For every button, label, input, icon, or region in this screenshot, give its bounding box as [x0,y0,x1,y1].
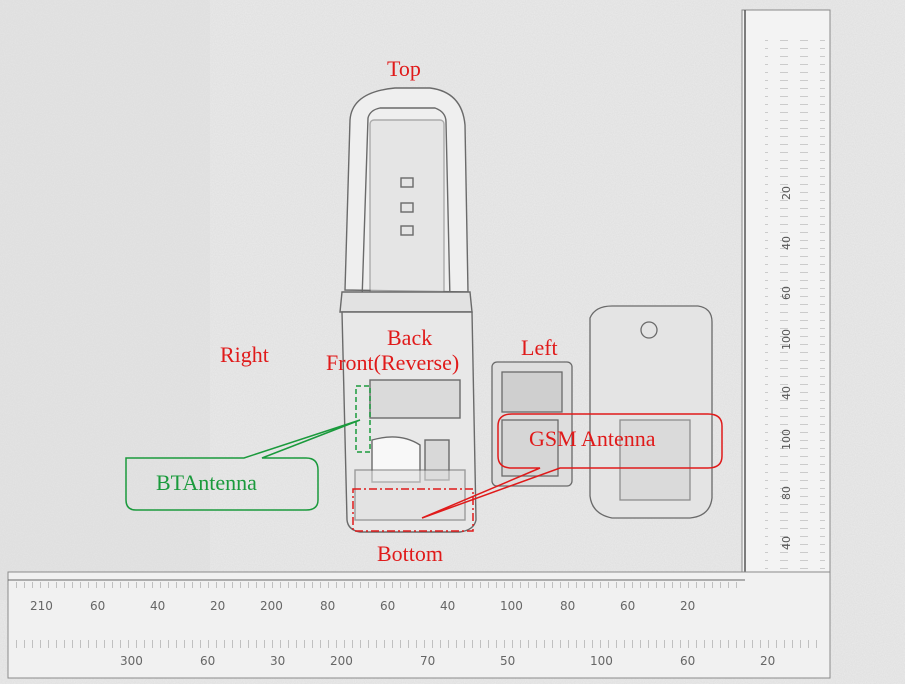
svg-text:100: 100 [500,599,523,613]
svg-text:100: 100 [780,429,793,450]
bt-antenna-marker [125,385,371,511]
vertical-ruler: 20 40 60 100 40 100 80 40 20 [741,9,831,679]
label-left: Left [521,335,558,360]
label-top: Top [387,56,421,81]
svg-text:20: 20 [780,186,793,200]
svg-text:60: 60 [380,599,395,613]
svg-text:80: 80 [560,599,575,613]
label-front-reverse: Front(Reverse) [326,350,460,375]
svg-text:50: 50 [500,654,515,668]
svg-text:80: 80 [780,486,793,500]
label-right: Right [220,342,269,367]
flip-phone-icon [339,87,477,533]
svg-text:200: 200 [330,654,353,668]
svg-text:30: 30 [270,654,285,668]
svg-text:20: 20 [680,599,695,613]
back-cover-icon [589,305,713,519]
callout-gsm-antenna: GSM Antenna [529,426,656,451]
shadow-region [0,0,210,600]
svg-text:40: 40 [780,236,793,250]
horizontal-ruler: 210 60 40 20 200 80 60 40 100 80 60 20 300 60 30 2… [7,571,831,679]
label-back: Back [387,325,433,350]
svg-text:60: 60 [90,599,105,613]
label-bottom: Bottom [377,541,444,566]
svg-text:60: 60 [620,599,635,613]
svg-text:40: 40 [440,599,455,613]
svg-text:20: 20 [760,654,775,668]
svg-text:40: 40 [150,599,165,613]
svg-text:60: 60 [780,286,793,300]
callout-bt-antenna: BTAntenna [156,470,257,495]
svg-text:200: 200 [260,599,283,613]
svg-text:40: 40 [780,386,793,400]
svg-text:40: 40 [780,536,793,550]
svg-text:100: 100 [590,654,613,668]
gsm-antenna-marker [352,413,723,532]
svg-text:60: 60 [680,654,695,668]
svg-text:70: 70 [420,654,435,668]
svg-text:60: 60 [200,654,215,668]
svg-text:80: 80 [320,599,335,613]
svg-text:100: 100 [780,329,793,350]
battery-icon [491,361,573,487]
svg-text:210: 210 [30,599,53,613]
svg-text:300: 300 [120,654,143,668]
svg-text:20: 20 [210,599,225,613]
